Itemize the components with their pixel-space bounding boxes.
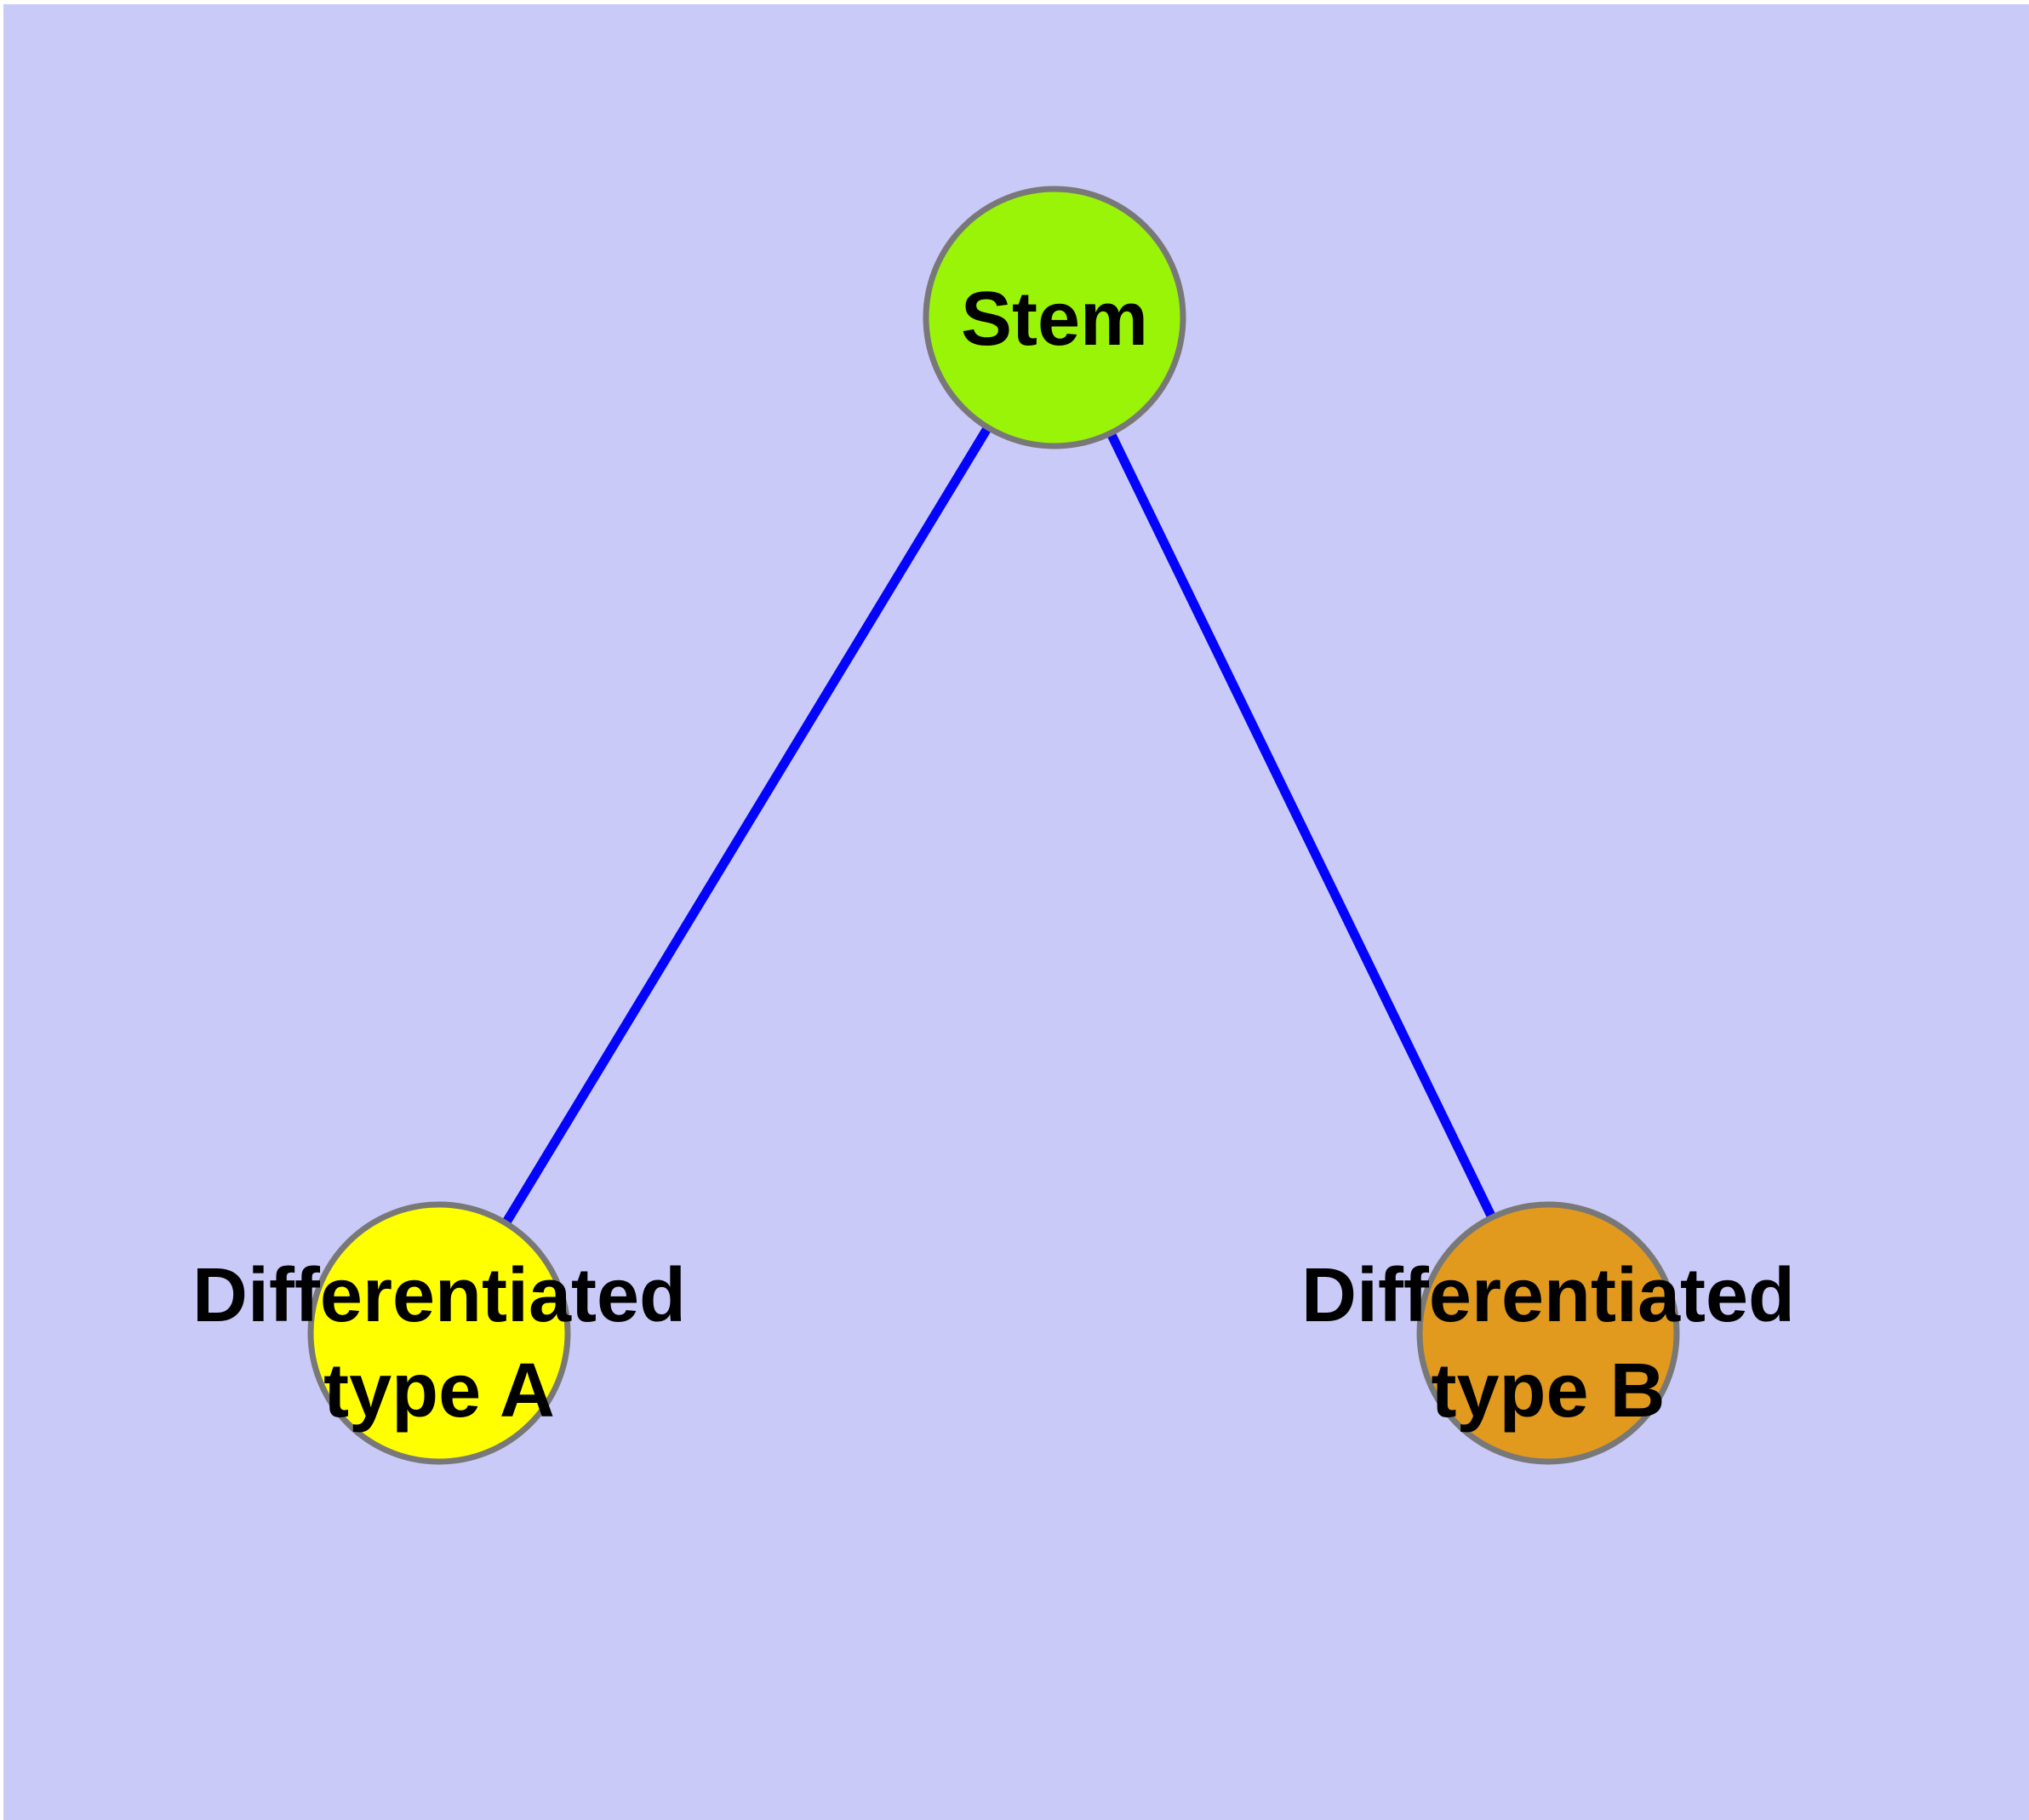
node-label-differentiated-type-a-line-1: Differentiated: [192, 1253, 686, 1338]
node-label-differentiated-type-a-line-2: type A: [323, 1348, 555, 1434]
node-differentiated-type-b: [1416, 1201, 1680, 1465]
edge-stem-to-differentiated-type-a: [435, 315, 1059, 1336]
node-label-differentiated-type-b-line-2: type B: [1431, 1348, 1665, 1434]
edge-stem-to-differentiated-type-b: [1050, 315, 1552, 1336]
node-stem: [923, 186, 1186, 449]
node-label-stem-line-1: Stem: [961, 277, 1148, 362]
node-differentiated-type-a: [307, 1201, 571, 1465]
node-label-differentiated-type-b-line-1: Differentiated: [1301, 1253, 1795, 1338]
